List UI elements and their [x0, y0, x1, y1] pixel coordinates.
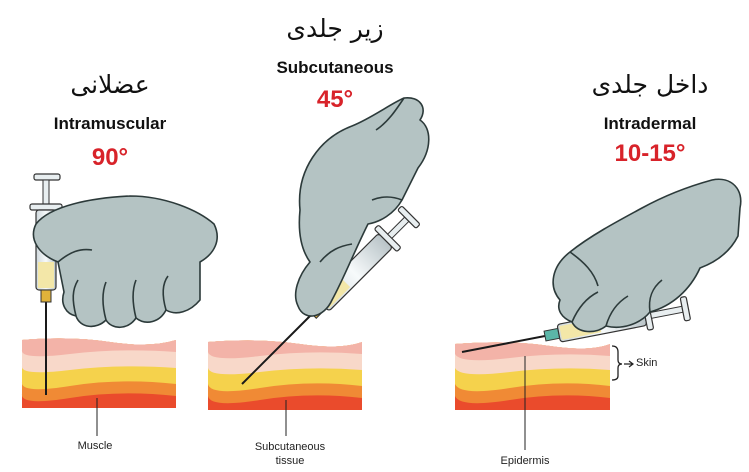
skin-brace — [612, 346, 622, 380]
intradermal-glove-hand — [553, 179, 741, 331]
intradermal-tissue-block — [455, 342, 610, 410]
subcutaneous-tissue-block — [208, 340, 362, 410]
subcutaneous-glove-hand — [296, 98, 429, 316]
intramuscular-glove-hand — [33, 196, 217, 327]
skin-arrow-icon — [624, 361, 633, 367]
